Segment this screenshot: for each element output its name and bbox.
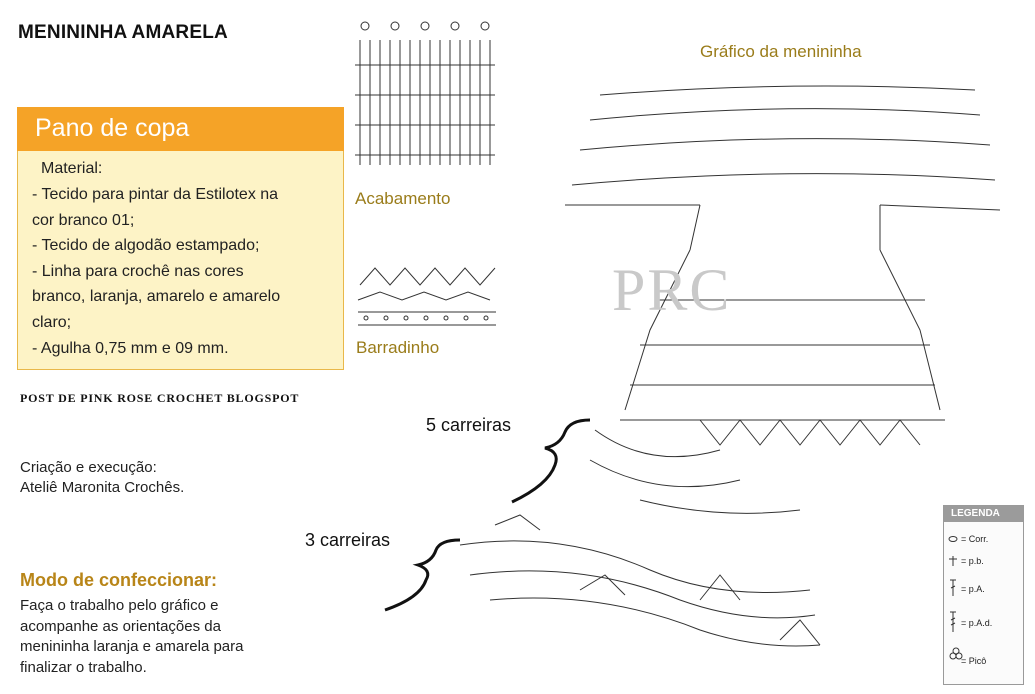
material-item: - Tecido de algodão estampado; [32, 237, 260, 255]
legend-item: = p.b. [961, 556, 984, 566]
band-chart [459, 514, 821, 647]
barradinho-chart [357, 267, 496, 326]
credit-line: Criação e execução: [20, 459, 157, 476]
materials-card-header [17, 107, 344, 151]
chart-title: Gráfico da menininha [700, 42, 862, 61]
watermark: PRC [612, 257, 732, 323]
chain-icon [948, 536, 958, 542]
material-item: claro; [32, 313, 72, 331]
page-title: MENININHA AMARELA [18, 22, 228, 43]
material-item: cor branco 01; [32, 211, 135, 229]
material-item: - Agulha 0,75 mm e 09 mm. [32, 339, 229, 357]
material-item: branco, laranja, amarelo e amarelo [32, 288, 281, 306]
material-list: - Tecido para pintar da Estilotex na cor… [32, 182, 332, 361]
instructions-line: menininha laranja e amarela para [20, 638, 244, 655]
credit-line: Ateliê Maronita Crochês. [20, 479, 185, 496]
legend-title: LEGENDA [951, 508, 1000, 519]
instructions-title: Modo de confeccionar: [20, 570, 218, 590]
acabamento-chart [355, 21, 495, 165]
three-rows-label: 3 carreiras [305, 530, 391, 550]
single-crochet-icon [949, 556, 957, 566]
brace-5 [511, 418, 591, 504]
materials-card-title: Pano de copa [35, 114, 190, 142]
post-credit: POST DE PINK ROSE CROCHET BLOGSPOT [20, 391, 300, 405]
legend-item: = Picô [961, 656, 987, 666]
material-item: - Tecido para pintar da Estilotex na [32, 186, 279, 203]
barradinho-label: Barradinho [356, 338, 440, 357]
girl-chart [565, 85, 1001, 514]
instructions-line: acompanhe as orientações da [20, 617, 221, 635]
double-crochet-icon [950, 579, 956, 596]
instructions-line: finalizar o trabalho. [20, 658, 147, 676]
picot-icon [949, 647, 963, 660]
material-item: - Linha para crochê nas cores [32, 262, 244, 280]
legend-item: = p.A. [961, 584, 985, 594]
brace-3 [384, 538, 461, 612]
legend-header [944, 506, 1023, 522]
author-credit: Criação e execução: Ateliê Maronita Croc… [20, 458, 184, 498]
instructions-text: Faça o trabalho pelo gráfico e acompanhe… [20, 596, 295, 678]
legend-item: = p.A.d. [961, 618, 993, 628]
treble-crochet-icon [950, 611, 956, 632]
instructions-line: Faça o trabalho pelo gráfico e [20, 597, 219, 614]
legend-item: = Corr. [961, 534, 989, 544]
acabamento-label: Acabamento [355, 189, 451, 208]
material-label: Material: [41, 160, 103, 177]
five-rows-label: 5 carreiras [426, 415, 512, 435]
